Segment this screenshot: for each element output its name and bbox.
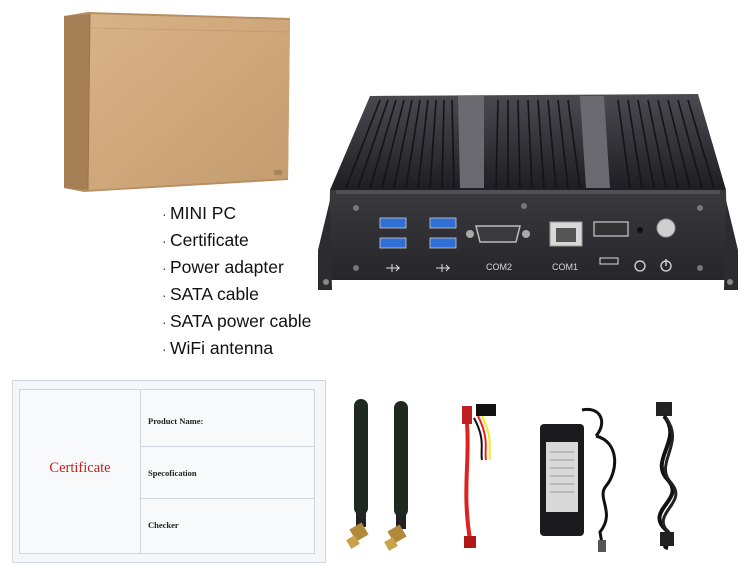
wifi-antenna-image [346, 399, 408, 551]
com2-label: COM2 [486, 262, 512, 272]
power-adapter-image [540, 407, 617, 552]
list-item: ·SATA power cable [162, 311, 312, 331]
list-item: ·Certificate [162, 230, 249, 250]
package-contents-list: ·MINI PC ·Certificate ·Power adapter ·SA… [162, 200, 362, 362]
com1-label: COM1 [552, 262, 578, 272]
sata-cable-image [462, 404, 496, 548]
checker-label: Checker [148, 520, 179, 530]
product-name-label: Product Name: [148, 416, 204, 426]
mini-pc-image: COM2 COM1 [318, 94, 738, 290]
reset-icon [634, 260, 646, 272]
mini-usb-icon [599, 257, 619, 265]
list-item: ·SATA cable [162, 284, 259, 304]
list-item: ·WiFi antenna [162, 338, 274, 358]
usb-icon [386, 264, 450, 272]
certificate-card: Certificate Product Name: Specofication … [12, 380, 326, 563]
specification-label: Specofication [148, 468, 197, 478]
certificate-title: Certificate [49, 460, 111, 476]
usb-ports [379, 217, 457, 249]
power-icon [660, 259, 672, 272]
list-item: ·MINI PC [162, 203, 237, 223]
power-cord-image [656, 402, 678, 550]
cardboard-box-image [64, 12, 290, 192]
list-item: ·Power adapter [162, 257, 284, 277]
